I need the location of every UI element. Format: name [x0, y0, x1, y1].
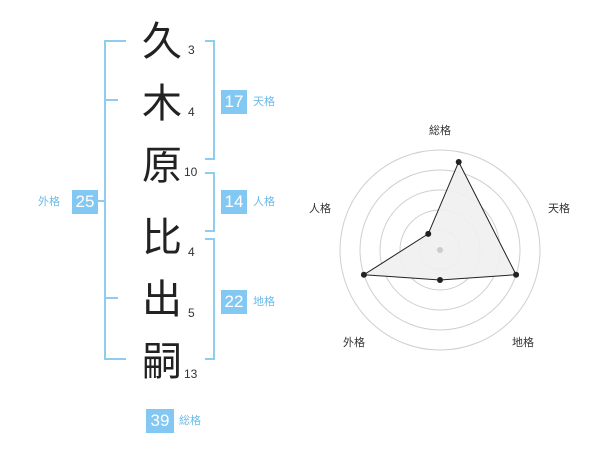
stroke-count-5: 5: [188, 306, 195, 320]
radar-polygon: [362, 160, 517, 281]
stroke-count-2: 4: [188, 105, 195, 119]
radar-point-2: [513, 271, 520, 278]
radar-point-3: [437, 277, 443, 283]
radar-axis-label-4: 外格: [343, 335, 365, 349]
name-character-2: 木: [142, 81, 182, 127]
radar-ring-4: [359, 169, 521, 331]
radar-center-marker: [437, 247, 443, 253]
name-character-6: 嗣: [142, 339, 182, 385]
radar-points: [360, 158, 520, 283]
stroke-count-6: 13: [184, 367, 198, 381]
radar-axis-label-5: 人格: [309, 201, 331, 215]
name-character-3: 原: [142, 143, 182, 189]
jinkaku-label: 人格: [253, 195, 275, 208]
radar-axis-label-2: 天格: [548, 201, 570, 215]
gaikaku-score: 25: [72, 190, 98, 214]
soukaku-score: 39: [146, 409, 174, 433]
chikaku-score: 22: [221, 290, 247, 314]
radar-axis-label-3: 地格: [512, 335, 534, 349]
radar-point-5: [425, 230, 432, 237]
radar-axis-label-1: 総格: [429, 123, 451, 137]
chikaku-label: 地格: [253, 295, 275, 308]
name-character-4: 比: [142, 215, 182, 261]
radar-point-1: [455, 158, 462, 165]
jinkaku-score: 14: [221, 190, 247, 214]
soukaku-label: 総格: [179, 414, 201, 427]
radar-point-4: [360, 271, 367, 278]
gaikaku-label: 外格: [38, 195, 60, 208]
name-character-1: 久: [142, 19, 182, 65]
tenkaku-label: 天格: [253, 95, 275, 108]
tenkaku-score: 17: [221, 90, 247, 114]
stroke-count-4: 4: [188, 245, 195, 259]
stroke-count-1: 3: [188, 43, 195, 57]
stroke-count-3: 10: [184, 165, 198, 179]
name-character-5: 出: [142, 277, 182, 323]
